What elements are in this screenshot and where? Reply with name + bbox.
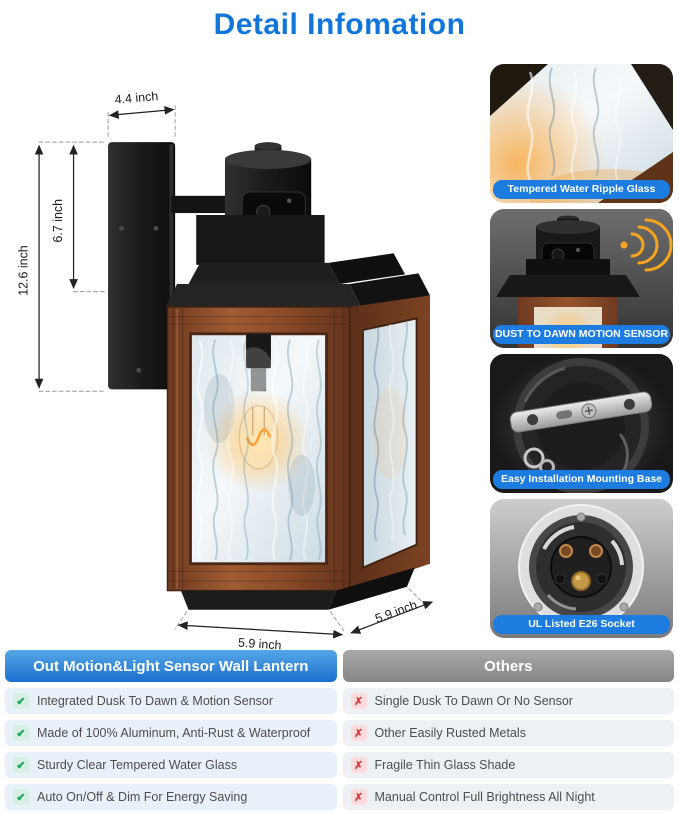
page-title: Detail Infomation bbox=[213, 8, 466, 41]
check-icon: ✔ bbox=[13, 789, 29, 805]
feature-card-ripple-glass: Tempered Water Ripple Glass bbox=[490, 64, 673, 203]
check-icon: ✔ bbox=[13, 757, 29, 773]
cross-icon: ✗ bbox=[350, 757, 367, 773]
comparison-item-label: Made of 100% Aluminum, Anti-Rust & Water… bbox=[37, 726, 311, 740]
product-figure: 4.4 inch 6.7 inch 12.6 inch 5.9 inch 5.9… bbox=[4, 54, 490, 650]
dimension-top-width: 4.4 inch bbox=[114, 89, 159, 107]
comparison-row: ✗ Manual Control Full Brightness All Nig… bbox=[342, 784, 674, 810]
cross-icon: ✗ bbox=[350, 789, 367, 805]
dimension-bottom-depth: 5.9 inch bbox=[373, 598, 419, 626]
roof bbox=[165, 253, 431, 307]
cross-icon: ✗ bbox=[350, 693, 367, 709]
bulb bbox=[206, 333, 311, 493]
feature-label: Tempered Water Ripple Glass bbox=[493, 180, 670, 199]
others-header: Others bbox=[342, 650, 674, 682]
comparison-section: Out Motion&Light Sensor Wall Lantern ✔ I… bbox=[5, 650, 674, 810]
comparison-item-label: Auto On/Off & Dim For Energy Saving bbox=[37, 790, 248, 804]
feature-card-mounting-base: Easy Installation Mounting Base bbox=[490, 354, 673, 493]
feature-card-e26-socket: UL Listed E26 Socket bbox=[490, 499, 673, 638]
feature-label: UL Listed E26 Socket bbox=[493, 615, 670, 634]
lamp-housing bbox=[196, 214, 325, 265]
mounting-base-photo bbox=[490, 354, 673, 493]
comparison-row: ✔ Integrated Dusk To Dawn & Motion Senso… bbox=[5, 688, 337, 714]
product-illustration: 4.4 inch 6.7 inch 12.6 inch 5.9 inch 5.9… bbox=[17, 89, 434, 650]
feature-card-column: Tempered Water Ripple Glass bbox=[490, 64, 673, 638]
signal-waves-icon bbox=[620, 218, 673, 272]
comparison-item-label: Sturdy Clear Tempered Water Glass bbox=[37, 758, 238, 772]
cross-icon: ✗ bbox=[350, 725, 367, 741]
comparison-row: ✔ Auto On/Off & Dim For Energy Saving bbox=[5, 784, 337, 810]
comparison-row: ✗ Single Dusk To Dawn Or No Sensor bbox=[342, 688, 674, 714]
comparison-row: ✗ Other Easily Rusted Metals bbox=[342, 720, 674, 746]
comparison-row: ✔ Made of 100% Aluminum, Anti-Rust & Wat… bbox=[5, 720, 337, 746]
check-icon: ✔ bbox=[13, 725, 29, 741]
wall-plate bbox=[108, 142, 176, 390]
feature-card-motion-sensor: DUST TO DAWN MOTION SENSOR bbox=[490, 209, 673, 348]
feature-label: DUST TO DAWN MOTION SENSOR bbox=[493, 325, 670, 344]
glass-ripple-texture bbox=[196, 318, 408, 561]
comparison-item-label: Single Dusk To Dawn Or No Sensor bbox=[374, 694, 573, 708]
ripple-glass-photo bbox=[490, 64, 673, 203]
side-glass-panel bbox=[361, 317, 418, 570]
comparison-item-label: Integrated Dusk To Dawn & Motion Sensor bbox=[37, 694, 274, 708]
dimension-upper-height: 6.7 inch bbox=[51, 199, 65, 243]
comparison-row: ✗ Fragile Thin Glass Shade bbox=[342, 752, 674, 778]
e26-socket-photo bbox=[490, 499, 673, 638]
dimension-total-height: 12.6 inch bbox=[17, 245, 31, 296]
comparison-column-others: Others ✗ Single Dusk To Dawn Or No Senso… bbox=[342, 650, 674, 810]
lantern-base bbox=[180, 567, 415, 610]
comparison-column-ours: Out Motion&Light Sensor Wall Lantern ✔ I… bbox=[5, 650, 337, 810]
check-icon: ✔ bbox=[13, 693, 29, 709]
ours-header: Out Motion&Light Sensor Wall Lantern bbox=[5, 650, 337, 682]
feature-label: Easy Installation Mounting Base bbox=[493, 470, 670, 489]
dimension-bottom-width: 5.9 inch bbox=[238, 636, 283, 650]
comparison-row: ✔ Sturdy Clear Tempered Water Glass bbox=[5, 752, 337, 778]
comparison-item-label: Other Easily Rusted Metals bbox=[374, 726, 526, 740]
comparison-item-label: Manual Control Full Brightness All Night bbox=[374, 790, 595, 804]
mounting-arm bbox=[171, 195, 231, 214]
comparison-item-label: Fragile Thin Glass Shade bbox=[374, 758, 516, 772]
